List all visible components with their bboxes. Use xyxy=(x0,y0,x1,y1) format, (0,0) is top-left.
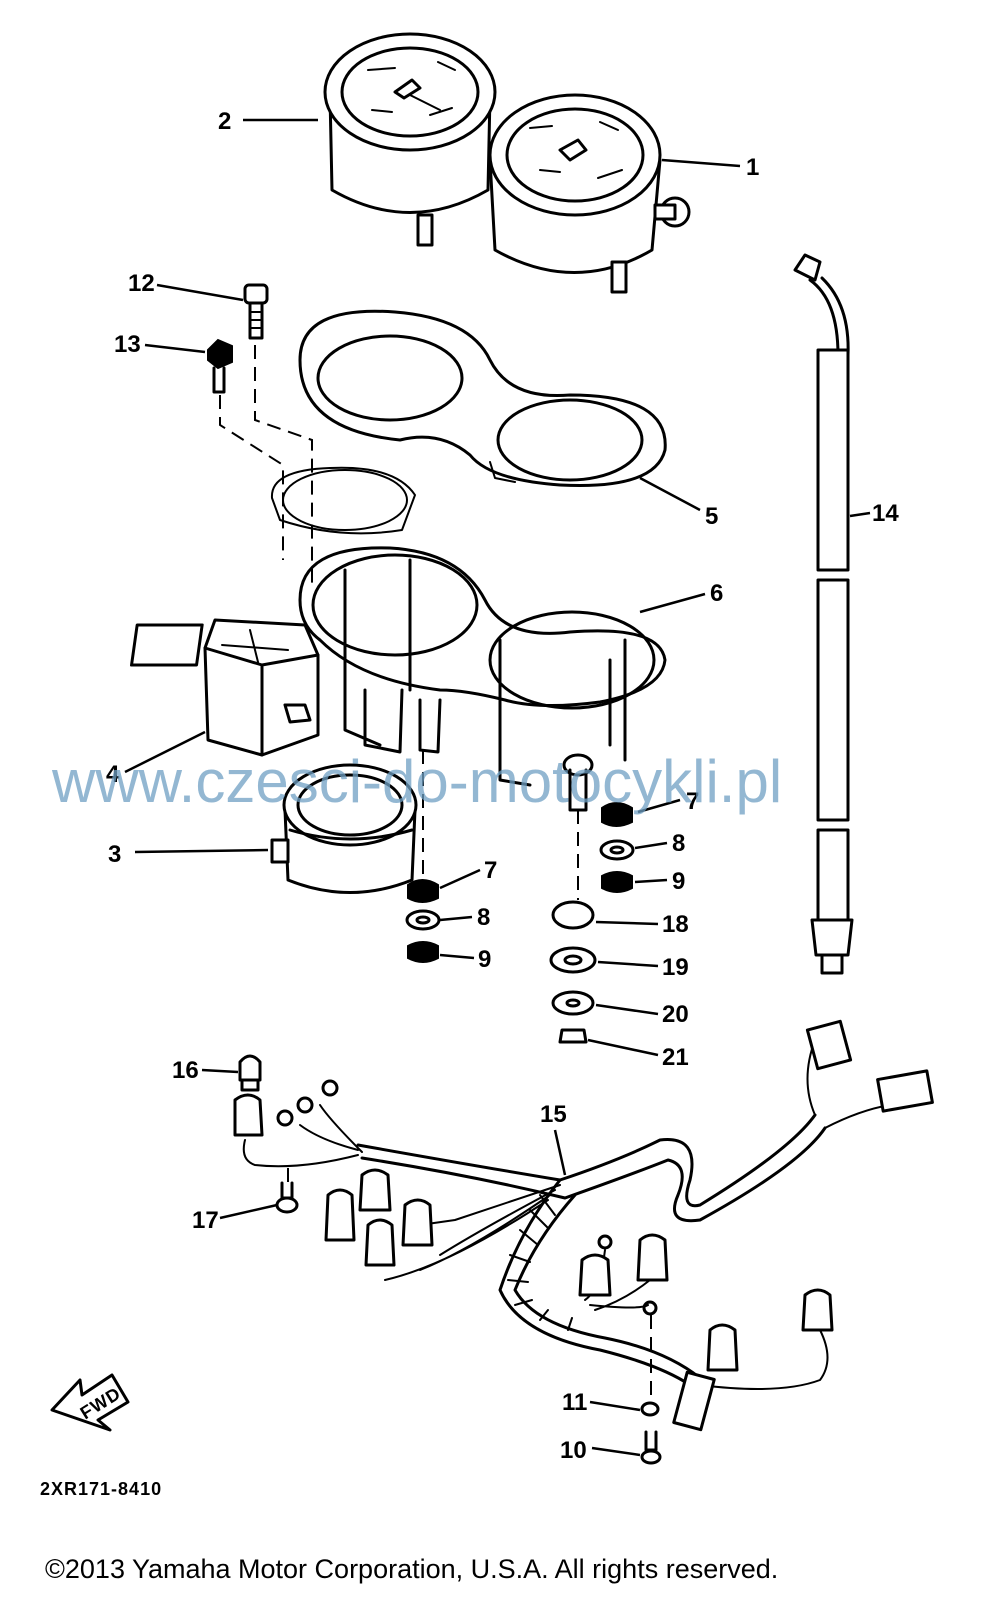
callout-4: 4 xyxy=(106,761,120,788)
callout-21: 21 xyxy=(662,1044,689,1071)
callout-8-left: 8 xyxy=(477,904,490,931)
watermark-text: www.czesci-do-motocykli.pl xyxy=(51,748,782,815)
gauge-cover xyxy=(298,309,667,488)
callout-17: 17 xyxy=(192,1207,219,1234)
washer-stack-right-upper xyxy=(599,802,635,893)
callout-8-right: 8 xyxy=(672,830,685,857)
assembly-lines xyxy=(219,345,652,1400)
washer-11 xyxy=(640,1401,660,1417)
screw-10 xyxy=(640,1430,662,1465)
callout-9-left: 9 xyxy=(478,946,491,973)
callout-12: 12 xyxy=(128,270,155,297)
callout-5: 5 xyxy=(705,503,718,530)
callout-10: 10 xyxy=(560,1437,587,1464)
screw-17 xyxy=(275,1181,299,1214)
pilot-gauge xyxy=(270,763,418,894)
callout-20: 20 xyxy=(662,1001,689,1028)
washer-stack-left xyxy=(405,879,441,963)
bulb-16 xyxy=(238,1054,262,1092)
speedometer-gauge xyxy=(488,93,691,294)
meter-bracket xyxy=(270,466,667,787)
forward-arrow-icon: FWD xyxy=(50,1373,130,1432)
callout-2: 2 xyxy=(218,108,231,135)
callout-9-right: 9 xyxy=(672,868,685,895)
bolt-13 xyxy=(207,338,233,394)
callout-labels: 1 2 3 4 5 6 7 7 8 8 9 9 10 11 12 13 14 1… xyxy=(106,108,899,1464)
callout-16: 16 xyxy=(172,1057,199,1084)
callout-3: 3 xyxy=(108,841,121,868)
speedometer-cable xyxy=(793,253,854,975)
copyright-text: ©2013 Yamaha Motor Corporation, U.S.A. A… xyxy=(45,1554,778,1584)
leader-lines xyxy=(124,118,871,1457)
tachometer-gauge xyxy=(323,32,497,247)
washer-stack-right-lower xyxy=(549,900,597,1044)
callout-11: 11 xyxy=(562,1389,587,1416)
callout-7-left: 7 xyxy=(484,857,497,884)
wire-harness xyxy=(233,1019,934,1432)
callout-1: 1 xyxy=(746,154,759,181)
callout-18: 18 xyxy=(662,911,689,938)
callout-14: 14 xyxy=(872,500,899,527)
indicator-box xyxy=(130,618,320,757)
callout-15: 15 xyxy=(540,1101,567,1128)
catalog-code: 2XR171-8410 xyxy=(40,1479,162,1499)
screw-12 xyxy=(243,283,269,340)
callout-13: 13 xyxy=(114,331,141,358)
callout-6: 6 xyxy=(710,580,723,607)
callout-7-right: 7 xyxy=(686,788,699,815)
callout-19: 19 xyxy=(662,954,689,981)
